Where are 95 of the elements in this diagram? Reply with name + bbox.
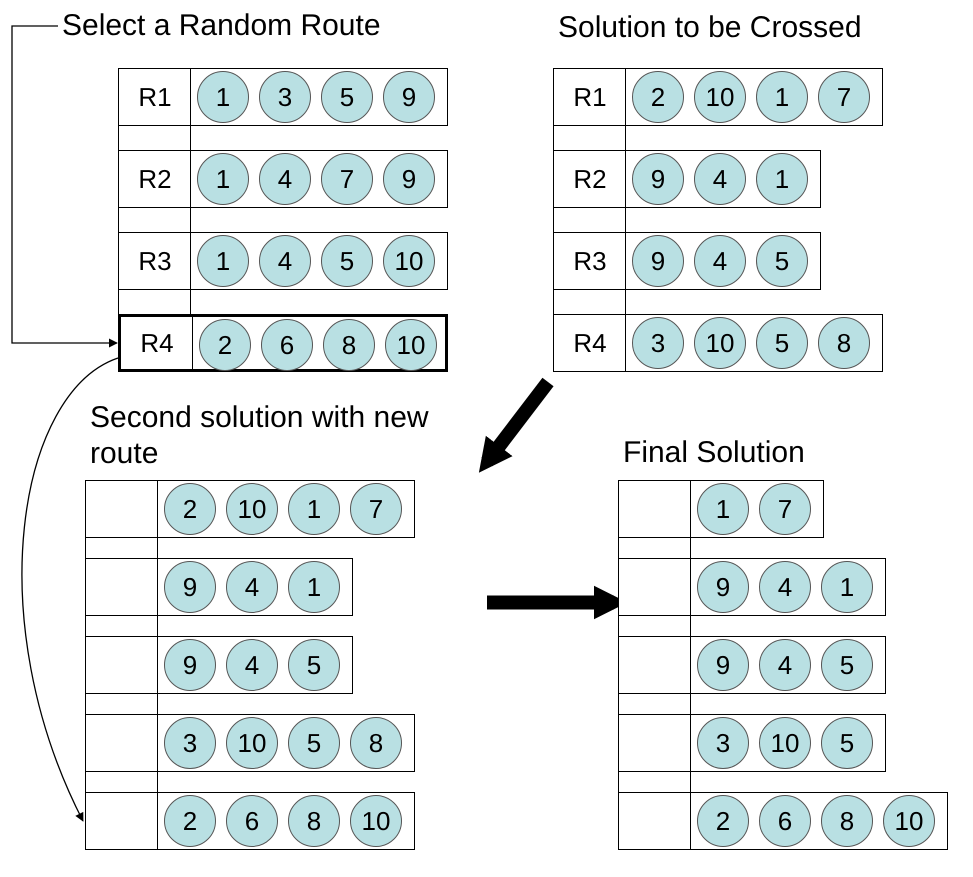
node-circle: 5 <box>756 235 808 287</box>
node-circle: 8 <box>323 319 375 371</box>
node-circle: 7 <box>321 153 373 205</box>
node-circle: 1 <box>756 153 808 205</box>
node-circle: 2 <box>199 319 251 371</box>
node-circle: 4 <box>259 235 311 287</box>
node-circle: 2 <box>164 795 216 847</box>
route-row <box>553 150 821 208</box>
node-circle: 9 <box>697 639 749 691</box>
node-circle: 4 <box>694 235 746 287</box>
route-row <box>618 558 886 616</box>
route-label: R4 <box>572 326 608 360</box>
node-circle: 9 <box>632 235 684 287</box>
node-circle: 4 <box>226 639 278 691</box>
node-circle: 8 <box>350 717 402 769</box>
node-circle: 10 <box>226 717 278 769</box>
node-circle: 1 <box>288 483 340 535</box>
route-row <box>85 792 415 850</box>
heading-text: Select a Random Route <box>62 8 381 44</box>
node-circle: 10 <box>350 795 402 847</box>
route-row <box>118 68 448 126</box>
node-circle: 5 <box>288 639 340 691</box>
node-circle: 3 <box>164 717 216 769</box>
node-circle: 7 <box>818 71 870 123</box>
node-circle: 6 <box>261 319 313 371</box>
route-label: R2 <box>137 162 173 196</box>
route-row <box>553 314 883 372</box>
node-circle: 2 <box>632 71 684 123</box>
route-row <box>85 714 415 772</box>
route-row <box>553 68 883 126</box>
node-circle: 10 <box>383 235 435 287</box>
node-circle: 8 <box>288 795 340 847</box>
route-row <box>618 714 886 772</box>
node-circle: 7 <box>759 483 811 535</box>
node-circle: 9 <box>164 639 216 691</box>
node-circle: 9 <box>383 153 435 205</box>
route-label: R3 <box>137 244 173 278</box>
route-label: R4 <box>139 326 175 360</box>
route-row <box>618 792 948 850</box>
node-circle: 3 <box>697 717 749 769</box>
node-circle: 10 <box>883 795 935 847</box>
node-circle: 4 <box>259 153 311 205</box>
node-circle: 7 <box>350 483 402 535</box>
node-circle: 8 <box>818 317 870 369</box>
node-circle: 9 <box>632 153 684 205</box>
node-circle: 1 <box>197 235 249 287</box>
node-circle: 3 <box>632 317 684 369</box>
route-row <box>85 480 415 538</box>
route-label: R1 <box>572 80 608 114</box>
route-row <box>118 150 448 208</box>
route-label: R3 <box>572 244 608 278</box>
route-row <box>85 636 353 694</box>
arrow <box>21 357 118 822</box>
node-circle: 3 <box>259 71 311 123</box>
node-circle: 5 <box>321 71 373 123</box>
node-circle: 1 <box>197 71 249 123</box>
route-label: R1 <box>137 80 173 114</box>
node-circle: 6 <box>226 795 278 847</box>
node-circle: 4 <box>759 639 811 691</box>
node-circle: 10 <box>694 71 746 123</box>
node-circle: 5 <box>821 639 873 691</box>
node-circle: 1 <box>288 561 340 613</box>
node-circle: 2 <box>697 795 749 847</box>
node-circle: 10 <box>226 483 278 535</box>
node-circle: 10 <box>385 319 437 371</box>
route-label: R2 <box>572 162 608 196</box>
node-circle: 5 <box>288 717 340 769</box>
route-row <box>118 314 448 372</box>
route-row <box>118 232 448 290</box>
node-circle: 4 <box>759 561 811 613</box>
node-circle: 5 <box>756 317 808 369</box>
node-circle: 1 <box>197 153 249 205</box>
node-circle: 9 <box>383 71 435 123</box>
node-circle: 1 <box>756 71 808 123</box>
node-circle: 6 <box>759 795 811 847</box>
panel-title: Final Solution <box>623 435 806 471</box>
route-row <box>618 636 886 694</box>
route-row <box>553 232 821 290</box>
node-circle: 8 <box>821 795 873 847</box>
panel-title: Solution to be Crossed <box>558 10 863 46</box>
node-circle: 1 <box>697 483 749 535</box>
node-circle: 10 <box>759 717 811 769</box>
node-circle: 9 <box>164 561 216 613</box>
node-circle: 5 <box>821 717 873 769</box>
route-row <box>618 480 824 538</box>
node-circle: 1 <box>821 561 873 613</box>
node-circle: 4 <box>694 153 746 205</box>
node-circle: 5 <box>321 235 373 287</box>
panel-title: Second solution with new route <box>90 400 430 472</box>
node-circle: 9 <box>697 561 749 613</box>
route-row <box>85 558 353 616</box>
node-circle: 2 <box>164 483 216 535</box>
node-circle: 4 <box>226 561 278 613</box>
node-circle: 10 <box>694 317 746 369</box>
arrow <box>11 25 118 348</box>
